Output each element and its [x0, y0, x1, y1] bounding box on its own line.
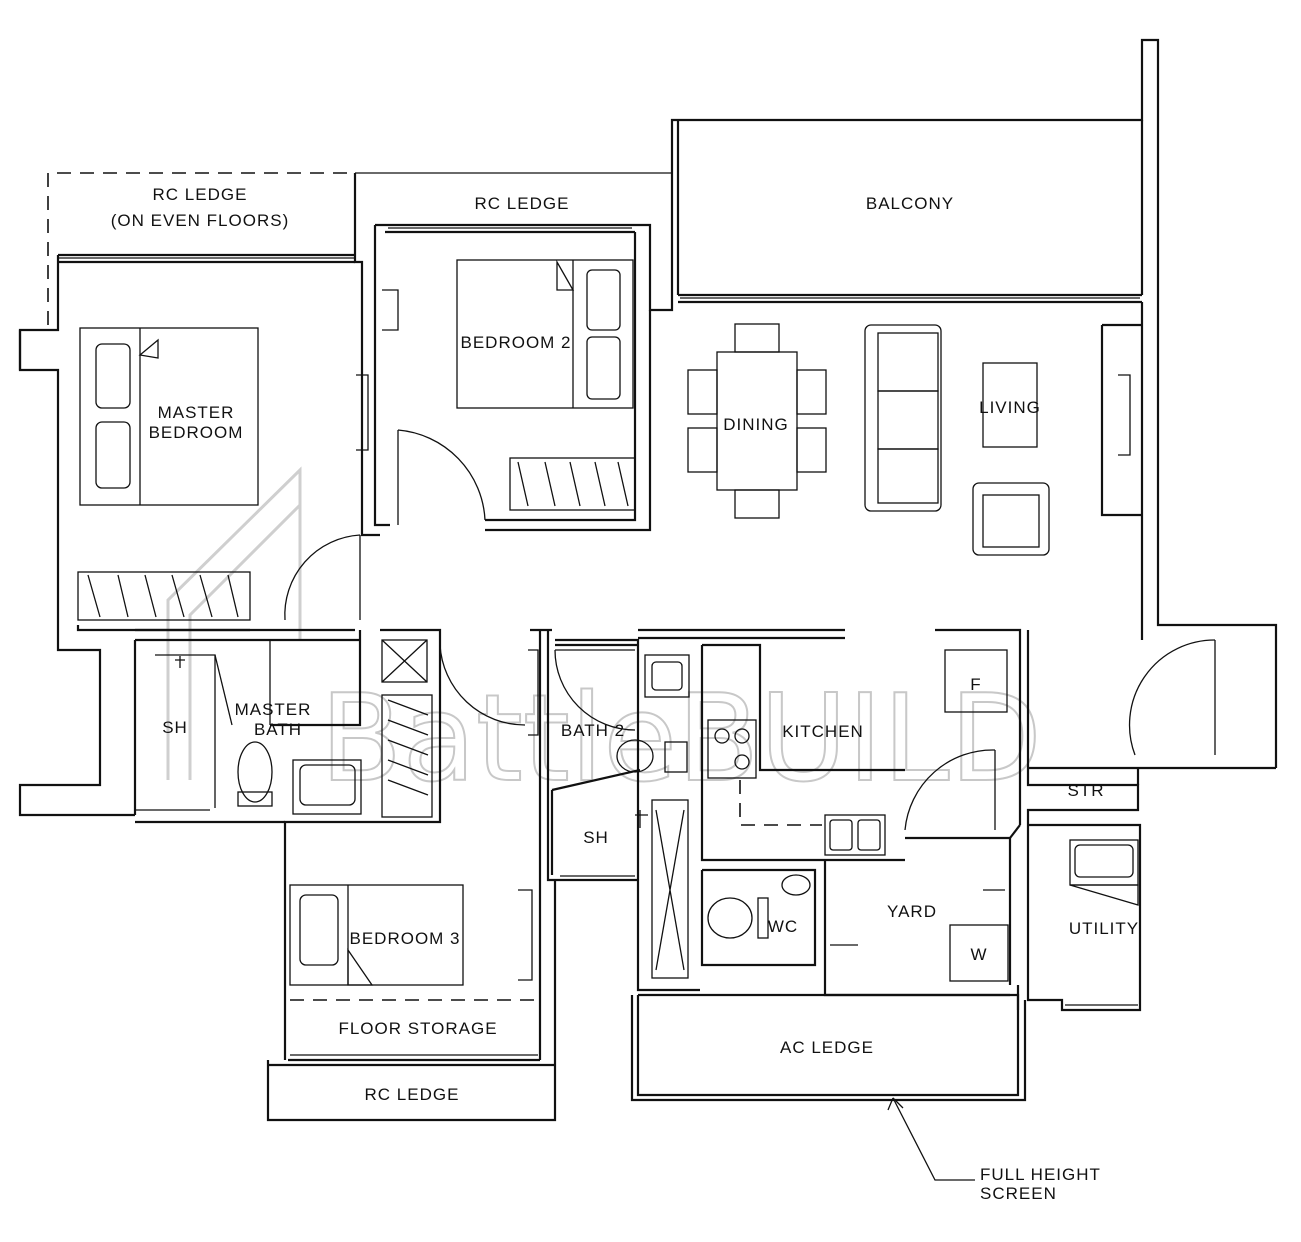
screen-leader: [887, 1097, 975, 1181]
rc-ledge-even-outline: [47, 172, 355, 325]
bedroom2-wardrobe: [509, 457, 636, 511]
label-rc-ledge-even-1: RC LEDGE: [153, 185, 248, 204]
label-str: STR: [1068, 781, 1105, 800]
label-balcony: BALCONY: [866, 194, 954, 213]
label-rc-ledge-bottom: RC LEDGE: [365, 1085, 460, 1104]
armchair: [972, 482, 1050, 556]
label-living: LIVING: [979, 398, 1041, 417]
label-rc-ledge-top: RC LEDGE: [475, 194, 570, 213]
label-utility: UTILITY: [1069, 919, 1139, 938]
bath2-fixtures: [616, 654, 690, 979]
room-labels: RC LEDGE (ON EVEN FLOORS) RC LEDGE BALCO…: [111, 185, 1139, 1203]
label-kitchen: KITCHEN: [782, 722, 864, 741]
bedroom3-bed: [289, 884, 464, 986]
coffee-table: [982, 362, 1038, 448]
label-master-bedroom-2: BEDROOM: [149, 423, 244, 442]
label-floor-storage: FLOOR STORAGE: [338, 1019, 497, 1038]
label-ac-ledge: AC LEDGE: [780, 1038, 874, 1057]
bedroom2-bed: [456, 259, 634, 409]
walls: [18, 38, 1278, 1122]
master-bath-fixtures: [155, 639, 433, 818]
label-bedroom-3: BEDROOM 3: [349, 929, 460, 948]
doors: [269, 429, 1216, 831]
label-master-bath-1: MASTER: [235, 700, 312, 719]
label-master-bath-2: BATH: [254, 720, 302, 739]
label-screen-1: FULL HEIGHT: [980, 1165, 1101, 1184]
kitchen-fixtures: [707, 649, 1139, 982]
sofa: [864, 324, 942, 512]
label-fridge: F: [970, 675, 981, 694]
label-sh-master: SH: [162, 718, 188, 737]
label-bedroom-2: BEDROOM 2: [460, 333, 571, 352]
label-yard: YARD: [887, 902, 937, 921]
label-wc: WC: [768, 917, 798, 936]
master-wardrobe: [77, 571, 251, 621]
label-screen-2: SCREEN: [980, 1184, 1057, 1203]
label-rc-ledge-even-2: (ON EVEN FLOORS): [111, 211, 289, 230]
label-dining: DINING: [723, 415, 789, 434]
label-master-bedroom-1: MASTER: [158, 403, 235, 422]
watermark-text: BattleBUILD: [320, 670, 1042, 809]
dining-set: [687, 323, 827, 519]
master-bed: [79, 327, 259, 506]
label-bath-2: BATH 2: [561, 721, 625, 740]
windows: [58, 227, 1140, 1056]
label-washer: W: [970, 945, 987, 964]
label-sh-bath-2: SH: [583, 828, 609, 847]
